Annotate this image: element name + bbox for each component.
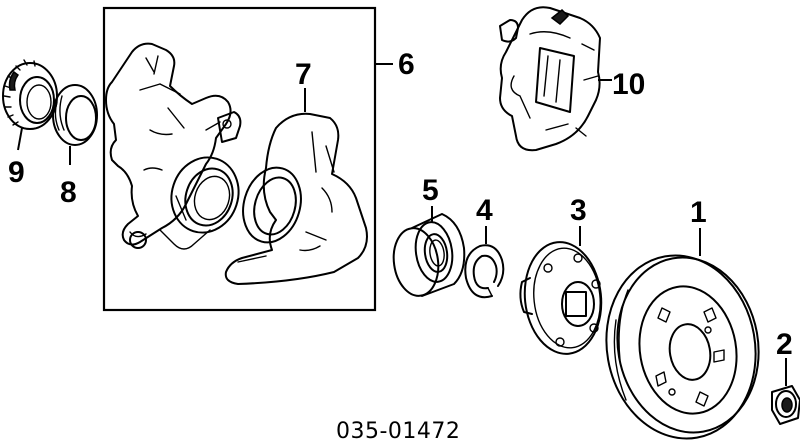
- wheel-hub-part-3: [519, 241, 603, 355]
- callout-2: 2: [776, 328, 793, 361]
- lug-nut-part-2: [771, 385, 800, 425]
- callout-1: 1: [690, 196, 707, 229]
- callout-9-leader: [17, 127, 23, 151]
- splash-shield-part-7: [224, 112, 368, 285]
- callout-8: 8: [60, 176, 77, 209]
- brake-rotor-part-1: [605, 254, 760, 440]
- dust-seal-part-8: [52, 84, 98, 146]
- snap-ring-part-4: [464, 244, 505, 299]
- callout-10: 10: [612, 68, 645, 101]
- callout-4: 4: [476, 194, 493, 227]
- callout-9: 9: [8, 156, 25, 189]
- callout-5: 5: [422, 174, 439, 207]
- tone-ring-part-9: [2, 59, 58, 130]
- callout-3: 3: [570, 194, 587, 227]
- knuckle-assembly-group-box: [102, 6, 377, 312]
- brake-caliper-part-10: [499, 6, 601, 152]
- wheel-bearing-part-5: [392, 213, 466, 297]
- callout-7: 7: [295, 58, 312, 91]
- steering-knuckle: [105, 42, 242, 250]
- callout-6: 6: [398, 48, 415, 81]
- catalog-number: 035-01472: [336, 419, 460, 444]
